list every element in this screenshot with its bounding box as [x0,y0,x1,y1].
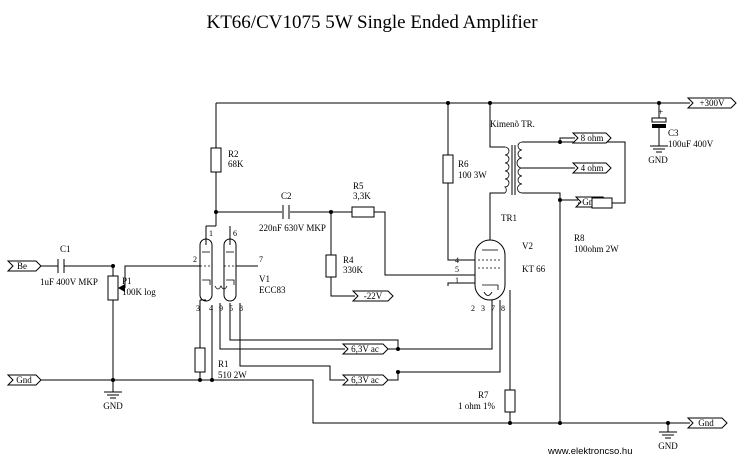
b-plus-port: +300V [686,97,737,109]
input-port: Be [6,260,42,272]
svg-text:8: 8 [501,304,505,313]
svg-text:V1: V1 [259,274,270,284]
resistor-r2: R2 68K [210,147,244,173]
resistor-r8: R8 100ohm 2W [574,197,619,254]
svg-text:Gnd: Gnd [16,375,32,385]
svg-text:100K log: 100K log [122,287,156,297]
ground-symbol-left: GND [103,391,123,411]
svg-text:C3: C3 [668,128,679,138]
tube-v1: 1 6 2 7 3 4 9 5 8 V1 ECC83 [193,225,286,313]
resistor-r4: R4 330K [325,254,364,278]
svg-text:100 3W: 100 3W [458,170,487,180]
svg-text:R1: R1 [218,359,229,369]
svg-text:TR1: TR1 [501,213,517,223]
svg-text:-22V: -22V [364,291,383,301]
svg-text:+300V: +300V [699,98,725,108]
svg-text:Kimenõ TR.: Kimenõ TR. [490,119,535,129]
output-port-8ohm: 8 ohm [571,132,612,144]
svg-text:GND: GND [103,401,123,411]
capacitor-c1: C1 1uF 400V MKP [40,244,98,287]
svg-text:Be: Be [17,261,27,271]
ground-symbol-c3: GND [648,145,668,165]
svg-text:220nF 630V MKP: 220nF 630V MKP [259,223,326,233]
svg-text:R2: R2 [228,149,239,159]
svg-text:C1: C1 [60,244,71,254]
svg-text:1 ohm 1%: 1 ohm 1% [458,401,496,411]
svg-text:5: 5 [229,304,233,313]
svg-text:ECC83: ECC83 [259,285,286,295]
heater-port-a: 6,3V ac [341,343,389,355]
svg-text:8 ohm: 8 ohm [581,133,604,143]
svg-text:7: 7 [491,304,495,313]
resistor-r6: R6 100 3W [442,154,487,184]
svg-text:4: 4 [455,256,459,265]
svg-text:100ohm 2W: 100ohm 2W [574,244,619,254]
ground-symbol-right: GND [658,431,678,451]
svg-text:6: 6 [233,229,237,238]
tube-v2: 4 5 1 2 3 7 8 V2 KT 66 [455,238,546,313]
schematic-title: KT66/CV1075 5W Single Ended Amplifier [206,12,538,33]
resistor-r7: R7 1 ohm 1% [458,389,516,413]
svg-text:R7: R7 [478,390,489,400]
resistor-r1: R1 510 2W [194,347,247,380]
svg-text:9: 9 [219,304,223,313]
svg-text:4: 4 [209,304,213,313]
svg-text:3: 3 [481,304,485,313]
website-credit: www.elektroncso.hu [547,446,632,457]
svg-text:GND: GND [658,441,678,451]
capacitor-c2: C2 220nF 630V MKP [259,191,326,233]
svg-text:3,3K: 3,3K [353,191,371,201]
svg-text:2: 2 [471,304,475,313]
svg-text:R5: R5 [353,181,364,191]
svg-text:2: 2 [193,255,197,264]
svg-text:3: 3 [196,304,200,313]
gnd-port-right: Gnd [686,417,728,429]
svg-text:1: 1 [209,229,213,238]
svg-text:C2: C2 [281,191,292,201]
heater-port-b: 6,3V ac [341,374,389,386]
svg-text:8: 8 [239,304,243,313]
svg-text:330K: 330K [343,265,364,275]
bias-port: -22V [351,290,394,302]
potentiometer-p1: P1 100K log [107,275,156,301]
gnd-port-left: Gnd [6,374,42,386]
svg-text:R6: R6 [458,159,469,169]
svg-text:KT 66: KT 66 [522,264,546,274]
resistor-r5: R5 3,3K [351,181,375,218]
capacitor-c3: + C3 100uF 400V [651,107,714,149]
svg-text:100uF 400V: 100uF 400V [668,139,714,149]
svg-text:R4: R4 [343,255,354,265]
svg-text:Gnd: Gnd [582,197,598,207]
svg-text:Gnd: Gnd [698,418,714,428]
output-port-4ohm: 4 ohm [571,162,612,174]
junction-dots [111,101,670,425]
svg-text:R8: R8 [574,233,585,243]
svg-text:1: 1 [455,276,459,285]
svg-text:V2: V2 [522,241,533,251]
svg-text:6,3V ac: 6,3V ac [351,375,379,385]
svg-text:7: 7 [259,255,263,264]
svg-text:P1: P1 [122,276,132,286]
svg-text:68K: 68K [228,159,244,169]
output-transformer-tr1: Kimenõ TR. TR1 [490,119,535,223]
svg-text:+: + [658,107,663,117]
svg-text:1uF 400V MKP: 1uF 400V MKP [40,277,98,287]
svg-text:510 2W: 510 2W [218,370,247,380]
svg-text:5: 5 [455,265,459,274]
svg-text:4 ohm: 4 ohm [581,163,604,173]
svg-text:6,3V ac: 6,3V ac [351,344,379,354]
svg-text:GND: GND [648,155,668,165]
